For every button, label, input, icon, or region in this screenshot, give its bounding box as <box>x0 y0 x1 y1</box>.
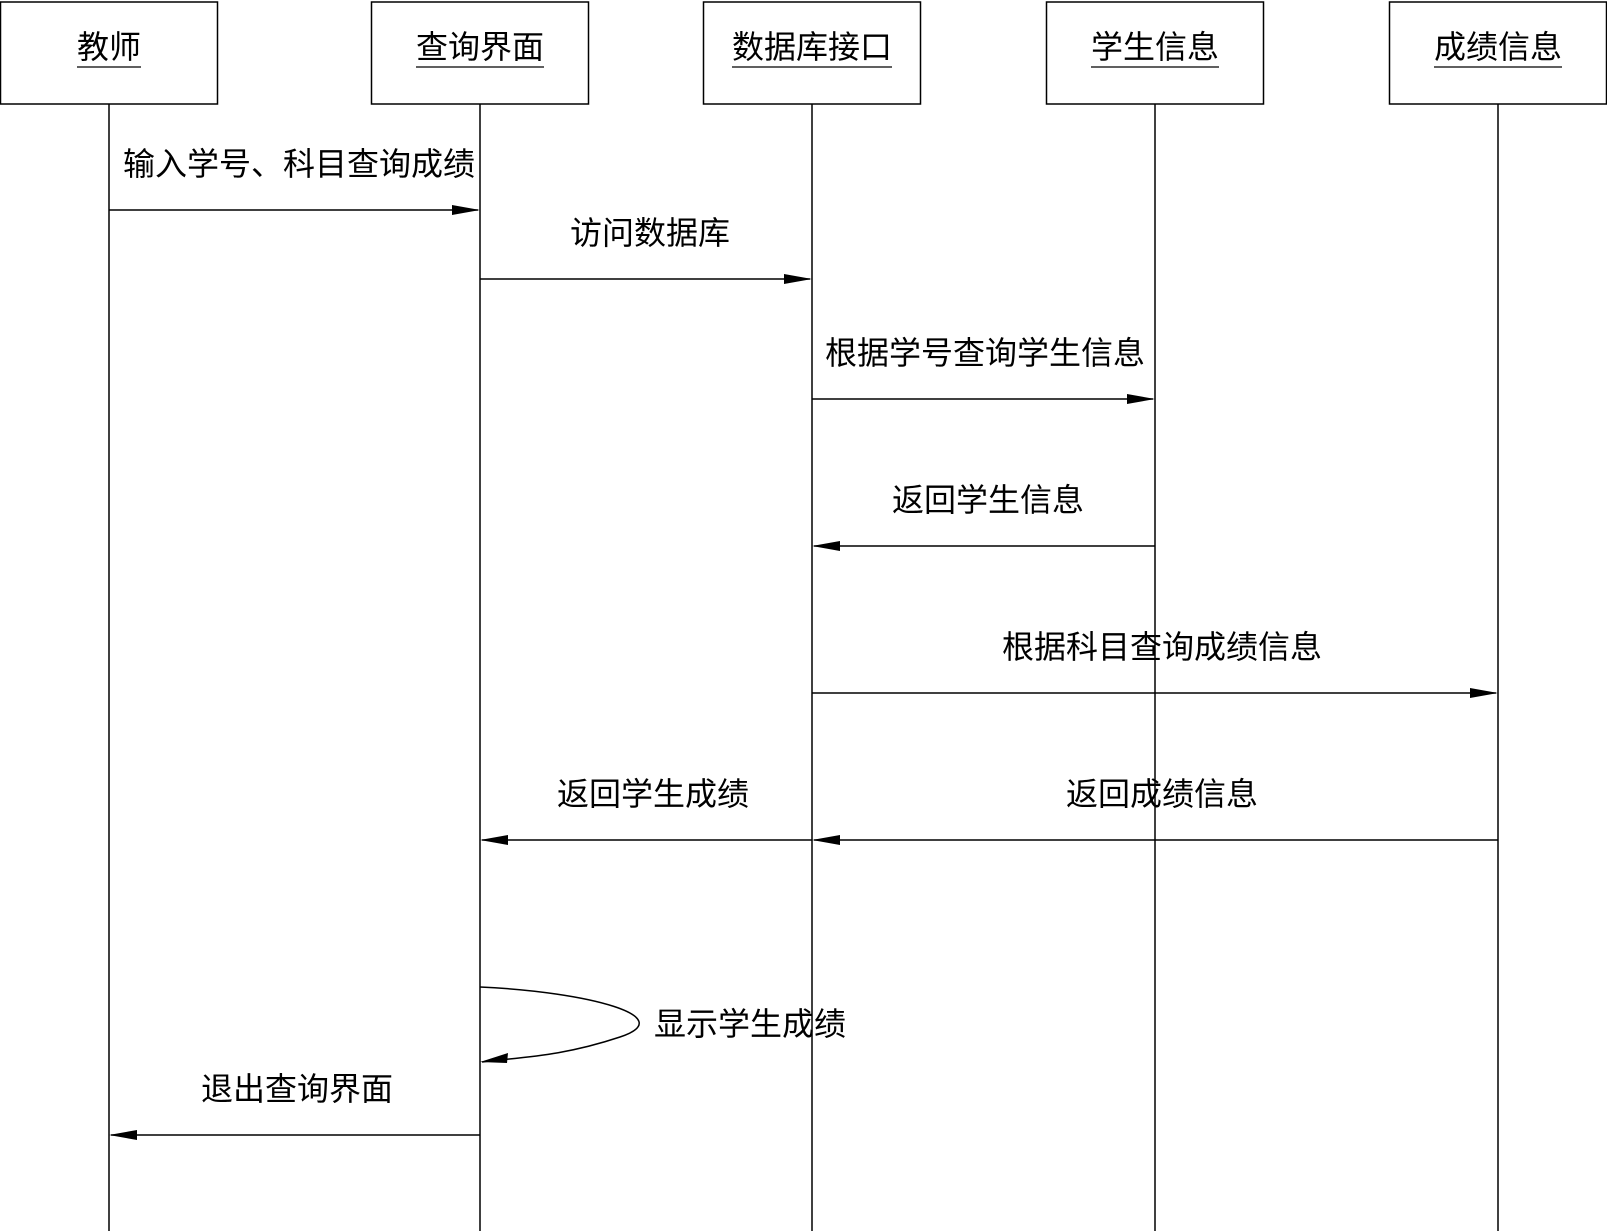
message-6: 返回学生成绩 <box>480 775 812 845</box>
lifeline-teacher: 教师 <box>0 1 219 1231</box>
message-label: 返回学生成绩 <box>557 775 749 813</box>
lifeline-box-score_info <box>1388 1 1607 105</box>
message-2: 访问数据库 <box>480 214 812 284</box>
arrowhead <box>452 205 480 215</box>
message-9: 退出查询界面 <box>109 1070 480 1140</box>
lifeline-title-score_info: 成绩信息 <box>1434 28 1562 66</box>
lifeline-box-teacher <box>0 1 219 105</box>
message-1: 输入学号、科目查询成绩 <box>109 145 480 215</box>
message-label: 返回学生信息 <box>892 481 1084 519</box>
lifeline-title-query_ui: 查询界面 <box>416 28 544 66</box>
message-4: 返回学生信息 <box>812 481 1155 551</box>
message-label: 访问数据库 <box>570 214 730 252</box>
message-5: 根据科目查询成绩信息 <box>812 628 1498 698</box>
arrowhead <box>1470 688 1498 698</box>
lifeline-title-db_api: 数据库接口 <box>732 28 892 66</box>
arrowhead <box>109 1130 137 1140</box>
arrowhead <box>784 274 812 284</box>
arrowhead <box>480 835 508 845</box>
lifeline-student_info: 学生信息 <box>1045 1 1265 1231</box>
lifeline-box-db_api <box>702 1 922 105</box>
arrowhead <box>812 541 840 551</box>
lifeline-query_ui: 查询界面 <box>370 1 590 1231</box>
lifeline-db_api: 数据库接口 <box>702 1 922 1231</box>
message-7: 返回成绩信息 <box>812 775 1498 845</box>
message-8: 显示学生成绩 <box>479 986 846 1063</box>
message-label: 返回成绩信息 <box>1066 775 1258 813</box>
message-line <box>479 986 640 1063</box>
arrowhead <box>1127 394 1155 404</box>
arrowhead <box>812 835 840 845</box>
message-label: 退出查询界面 <box>201 1070 393 1108</box>
arrowhead <box>480 1053 508 1063</box>
message-label: 显示学生成绩 <box>654 1005 846 1043</box>
message-3: 根据学号查询学生信息 <box>812 334 1155 404</box>
lifeline-score_info: 成绩信息 <box>1388 1 1607 1231</box>
message-label: 根据学号查询学生信息 <box>825 334 1145 372</box>
message-label: 根据科目查询成绩信息 <box>1002 628 1322 666</box>
message-label: 输入学号、科目查询成绩 <box>123 145 475 183</box>
lifeline-box-student_info <box>1045 1 1265 105</box>
lifeline-title-teacher: 教师 <box>77 28 141 66</box>
lifeline-title-student_info: 学生信息 <box>1091 28 1219 66</box>
lifeline-box-query_ui <box>370 1 590 105</box>
